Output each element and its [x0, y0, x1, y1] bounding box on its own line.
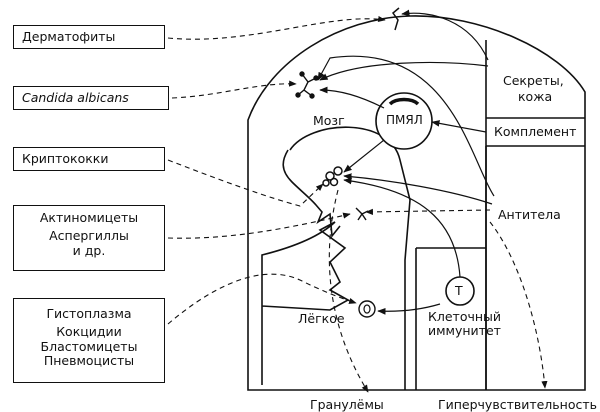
cellular-immunity-box — [415, 247, 486, 390]
arrow-hypersensitivity — [489, 221, 548, 389]
arrow-secretions-candida — [319, 61, 489, 81]
arrow-tcell-lung — [377, 303, 441, 315]
candida-label: Candida albicans — [22, 90, 129, 105]
blastomycetes-label: Бластомицеты — [40, 338, 138, 354]
skin-hair-icon — [391, 7, 400, 31]
brain-label: Мозг — [313, 113, 345, 128]
arrow-pmnl-candida — [319, 86, 385, 109]
cellular-immunity-label-line2: иммунитет — [428, 323, 501, 338]
actinomycetes-box: Актиномицеты Аспергиллы и др. — [13, 205, 165, 271]
aspergilli-label: Аспергиллы — [49, 228, 129, 244]
arrow-antibodies-actino — [365, 208, 491, 215]
dermatophytes-label: Дерматофиты — [22, 29, 116, 44]
fungus-hyphae-icon — [295, 71, 319, 99]
brain-pathogen-cluster-icon — [322, 166, 343, 187]
arrow-cryptococci — [167, 159, 324, 207]
arrow-complement-pmnl — [431, 120, 487, 133]
candida-box: Candida albicans — [13, 86, 169, 110]
arrow-antibodies-brain — [343, 173, 493, 205]
granulomas-label: Гранулёмы — [310, 397, 384, 412]
arrow-tcell-brain — [343, 177, 461, 278]
complement-label: Комплемент — [494, 124, 577, 139]
arrow-actinomycetes — [167, 212, 351, 239]
arrow-histoplasma — [167, 273, 357, 325]
secretions-label-line1: Секреты, — [503, 73, 564, 88]
histoplasma-box: Гистоплазма Кокцидии Бластомицеты Пневмо… — [13, 298, 165, 383]
body-outline — [247, 15, 586, 391]
secretions-label-line2: кожа — [518, 89, 553, 104]
pmnl-label: ПМЯЛ — [386, 113, 423, 127]
actinomyces-filaments-icon — [355, 207, 369, 221]
cryptococci-label: Криптококки — [22, 151, 109, 166]
arrow-granulomas — [328, 189, 369, 393]
inner-organ-outline — [261, 126, 411, 390]
pmnl-cell — [375, 92, 433, 150]
t-cell-label: Т — [455, 283, 463, 298]
pneumocysts-label: Пневмоцисты — [43, 353, 135, 369]
lung-pathogen-icon — [358, 300, 376, 318]
arrow-candida — [171, 80, 297, 99]
arrow-dermatophytes — [167, 15, 386, 40]
cellular-immunity-label-line1: Клеточный — [428, 309, 502, 324]
actinomycetes-label: Актиномицеты — [39, 210, 139, 225]
antibodies-label: Антитела — [498, 207, 561, 222]
dermatophytes-box: Дерматофиты — [13, 25, 165, 49]
arrow-pmnl-brain — [343, 139, 385, 173]
cryptococci-box: Криптококки — [13, 147, 165, 171]
coccidia-label: Кокцидии — [56, 324, 122, 340]
lung-label: Лёгкое — [298, 311, 345, 326]
and-others-label: и др. — [72, 242, 106, 258]
hypersensitivity-label: Гиперчувствительность — [438, 397, 598, 412]
arrow-antibodies-candida — [317, 55, 495, 197]
histoplasma-label: Гистоплазма — [46, 306, 132, 321]
arrow-secretions-skin — [401, 9, 489, 61]
